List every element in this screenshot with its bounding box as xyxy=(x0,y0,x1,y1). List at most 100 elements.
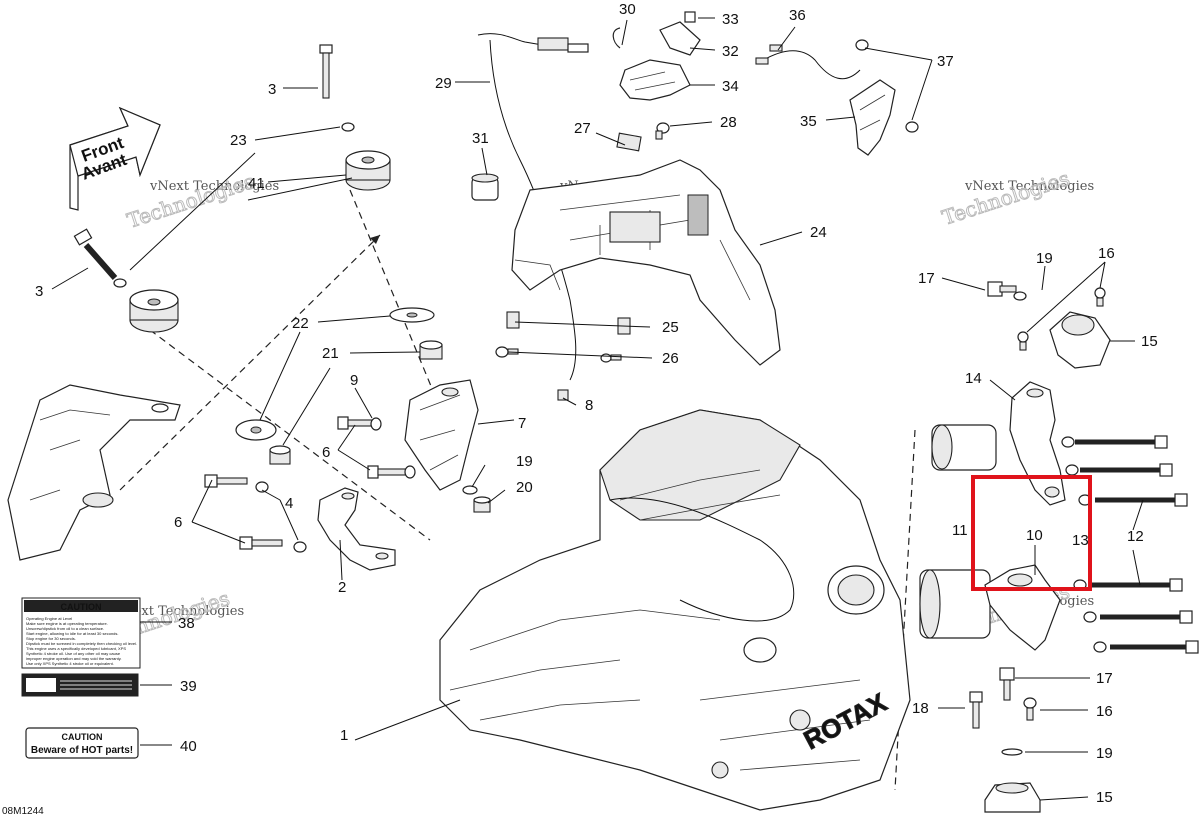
part-31-sleeve xyxy=(471,173,499,201)
callout-25: 25 xyxy=(662,319,679,336)
part-37-screw xyxy=(855,39,869,51)
callout-29: 29 xyxy=(435,75,452,92)
callout-2: 2 xyxy=(338,579,346,596)
decal-hot-caution: CAUTION xyxy=(62,732,103,742)
part-11-frame-upper xyxy=(931,424,997,471)
callout-17: 17 xyxy=(1096,670,1113,687)
watermark-text: vNext Technologies xyxy=(964,179,1094,194)
callout-16: 16 xyxy=(1098,245,1115,262)
part-35-sensor-bracket xyxy=(849,79,896,156)
explosion-guide-lines xyxy=(119,189,916,791)
part-17-screw-lower xyxy=(999,667,1015,701)
part-19-washer-lower xyxy=(1001,748,1023,756)
part-7-mounting-bracket xyxy=(404,379,479,491)
callout-23: 23 xyxy=(230,132,247,149)
decal-line: This engine uses a specifically develope… xyxy=(26,646,126,651)
callout-36: 36 xyxy=(789,7,806,24)
part-8-connector xyxy=(557,389,569,401)
callout-27: 27 xyxy=(574,120,591,137)
part-37-screw xyxy=(905,121,919,133)
callout-22: 22 xyxy=(292,315,309,332)
watermark-text: Technologies xyxy=(939,166,1072,230)
callout-9: 9 xyxy=(350,372,358,389)
decal-line: Operating Engine at Level xyxy=(26,616,72,621)
part-16-screw xyxy=(1017,331,1029,351)
part-2-bracket xyxy=(317,487,396,571)
callout-28: 28 xyxy=(720,114,737,131)
part-41-rubber-mount-upper xyxy=(345,150,391,191)
part-33-plug xyxy=(684,11,696,23)
callout-31: 31 xyxy=(472,130,489,147)
part-28-screw xyxy=(655,122,670,140)
part-1-engine-assembly: ROTAX xyxy=(439,409,911,811)
frame-bracket-left xyxy=(7,384,181,561)
callout-11: 11 xyxy=(952,522,968,539)
part-30-clip xyxy=(612,27,621,49)
callout-8: 8 xyxy=(585,397,593,414)
callout-38: 38 xyxy=(178,615,195,632)
callout-6: 6 xyxy=(322,444,330,461)
part-27-connector xyxy=(616,132,642,152)
decal-line: Unscrew/dipstick from oil to a clean sur… xyxy=(26,626,104,631)
decal-line: Dipstick must be screwed in completely t… xyxy=(26,641,137,646)
part-21-nut-lower xyxy=(269,445,291,465)
highlight-box xyxy=(971,475,1092,591)
front-direction-arrow: Front Avant xyxy=(69,106,161,211)
callout-7: 7 xyxy=(518,415,526,432)
decal-line: Use only XPS Synthetic 4 stroke oil or e… xyxy=(26,661,114,666)
callout-13: 13 xyxy=(1072,532,1089,549)
callout-6: 6 xyxy=(174,514,182,531)
callout-15: 15 xyxy=(1141,333,1158,350)
watermark-text: vNext Technologies xyxy=(149,179,279,194)
callout-3: 3 xyxy=(268,81,276,98)
part-9-bolt xyxy=(337,416,382,431)
callout-32: 32 xyxy=(722,43,739,60)
decal-line: Make sure engine is at operating tempera… xyxy=(26,621,108,626)
callout-33: 33 xyxy=(722,11,739,28)
decal-line: improper engine operation and may void t… xyxy=(26,656,122,661)
decal-39-warning-strip xyxy=(21,673,139,697)
part-25-clip xyxy=(506,311,520,329)
callout-14: 14 xyxy=(965,370,982,387)
callout-3: 3 xyxy=(35,283,43,300)
part-26-screw xyxy=(600,353,622,363)
part-11-frame-lower xyxy=(919,569,991,639)
callout-19: 19 xyxy=(516,453,533,470)
part-6-bolt-mid xyxy=(367,465,416,479)
watermark-text: vNext Technologies xyxy=(114,604,244,619)
part-14-bracket xyxy=(1009,381,1066,506)
callout-numbers: 3 23 41 3 22 21 9 7 6 19 20 4 6 2 1 29 3… xyxy=(35,1,1158,806)
part-17-screw-upper xyxy=(987,281,1027,301)
part-20-nut xyxy=(473,496,491,513)
decal-38-oil-caution: CAUTION Operating Engine at Level Make s… xyxy=(21,597,141,669)
decal-line: Stop engine for 30 seconds. xyxy=(26,636,76,641)
callout-19: 19 xyxy=(1036,250,1053,267)
washer-hole xyxy=(406,312,418,318)
callout-4: 4 xyxy=(285,495,293,512)
part-6-bolt-left-lower xyxy=(239,536,307,553)
leader-lines xyxy=(51,17,1144,801)
part-3-lower-bolt xyxy=(73,228,127,288)
callout-34: 34 xyxy=(722,78,739,95)
callout-30: 30 xyxy=(619,1,636,18)
callout-10: 10 xyxy=(1026,527,1043,544)
part-3-upper-bolt xyxy=(319,44,333,99)
part-34-sensor-housing xyxy=(619,59,691,101)
callout-37: 37 xyxy=(937,53,954,70)
callout-41: 41 xyxy=(248,175,265,192)
part-32-sensor xyxy=(659,21,701,56)
diagram-code: 08M1244 xyxy=(2,806,44,817)
part-21-nut-upper xyxy=(419,340,443,360)
part-16-screw-lower xyxy=(1023,697,1037,721)
part-18-screw xyxy=(969,691,983,729)
part-6-bolt-left-upper xyxy=(204,474,269,493)
part-23-washer xyxy=(341,122,355,132)
part-36-wire-harness xyxy=(755,44,861,80)
callout-16: 16 xyxy=(1096,703,1113,720)
callout-26: 26 xyxy=(662,350,679,367)
part-10-mount xyxy=(984,564,1061,651)
callout-40: 40 xyxy=(180,738,197,755)
callout-39: 39 xyxy=(180,678,197,695)
part-15-rubber-mount-upper xyxy=(1049,311,1111,369)
